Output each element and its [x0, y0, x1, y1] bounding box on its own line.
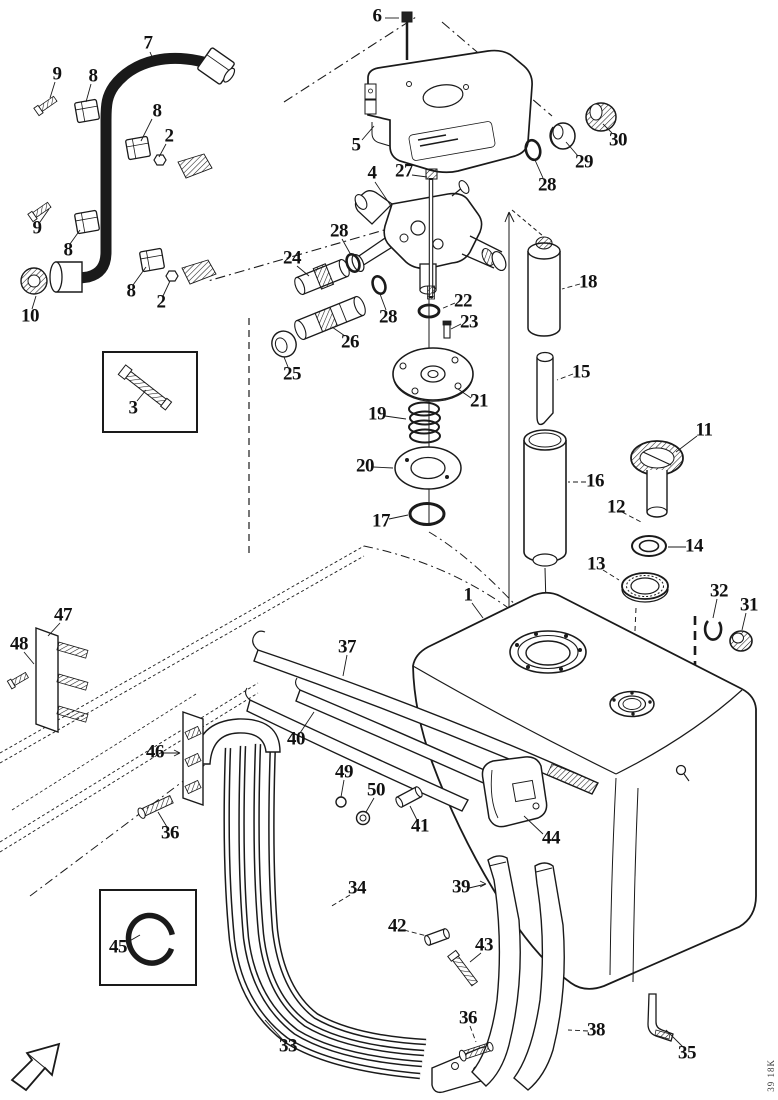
- mount-bracket: [177, 153, 213, 179]
- cover-bolt-6: [401, 11, 413, 60]
- fuel-cap-11: [630, 440, 684, 518]
- pickup-cylinder-16: [523, 429, 567, 567]
- bracket-35: [647, 993, 674, 1042]
- filter-cylinder-18: [527, 236, 561, 337]
- support-strap-39: [471, 855, 521, 1087]
- filler-bolt-holes: [515, 632, 582, 671]
- flange-plate-21: [392, 347, 474, 402]
- bolt-49: [335, 796, 347, 808]
- tube-hook: [195, 718, 281, 765]
- strainer-13: [621, 572, 669, 603]
- o-ring-22: [417, 303, 441, 319]
- valve-bolt-27: [425, 168, 438, 300]
- frame-ghost-lines: [0, 545, 365, 897]
- tank-cover: [364, 49, 533, 174]
- o-ring-17: [408, 502, 446, 526]
- drain-hole: [675, 764, 687, 776]
- leader-lines: [23, 17, 747, 1048]
- o-ring-32: [703, 620, 723, 641]
- bolt-43: [447, 949, 479, 987]
- fuel-tube-bundle: [195, 718, 499, 1094]
- washer-14: [631, 535, 667, 557]
- bolt-36-lower: [458, 1041, 494, 1062]
- washer-50: [355, 810, 371, 826]
- grommet-28-top: [524, 138, 542, 162]
- inset-box-bolt-3: [102, 351, 198, 433]
- elbow-fitting: [49, 261, 63, 293]
- direction-arrow: [10, 1042, 61, 1092]
- grommet-28-low: [371, 274, 387, 296]
- pipe-end-fitting: [197, 47, 236, 85]
- drawing-number: 39 18K: [766, 1059, 776, 1092]
- inset-box-clip-45: [99, 889, 197, 986]
- pin-23: [442, 320, 452, 339]
- frame-plate-46: [182, 711, 204, 806]
- support-strap-38: [513, 862, 565, 1091]
- spring-19: [408, 401, 441, 444]
- washer-20: [394, 446, 462, 490]
- fuel-pipe-assembly: [20, 47, 236, 295]
- clamp-screws: [27, 95, 58, 223]
- bolt-36-upper: [137, 795, 174, 819]
- tank-pad-44: [481, 756, 548, 828]
- clamp-nuts: [153, 154, 179, 282]
- bolt-48: [6, 671, 29, 690]
- pipe-clamps: [74, 98, 165, 273]
- plug-31: [729, 630, 753, 652]
- cap-30: [585, 102, 617, 132]
- grommet-28-mid: [345, 252, 361, 274]
- cap-25: [271, 330, 297, 358]
- fitting-26: [294, 295, 366, 341]
- pin-42: [424, 928, 450, 946]
- mount-bracket: [181, 259, 217, 285]
- pin-41: [395, 786, 423, 808]
- frame-plate-47: [35, 627, 89, 733]
- tube-15: [536, 351, 554, 426]
- cap-29: [549, 122, 576, 150]
- cover-logo-text: [417, 134, 459, 147]
- fitting-24: [294, 258, 350, 296]
